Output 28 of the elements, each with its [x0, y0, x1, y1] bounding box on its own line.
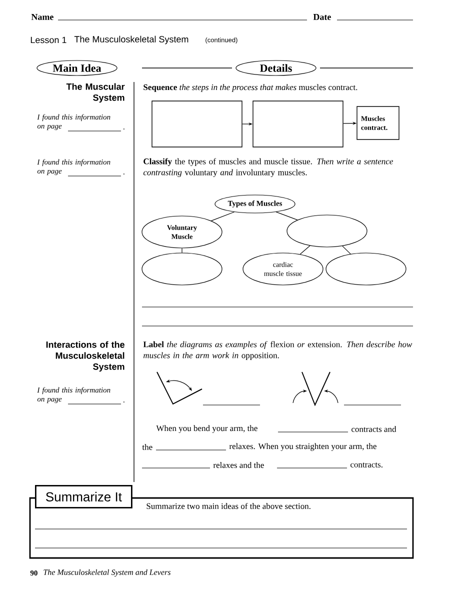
connector-line — [210, 212, 235, 222]
instruction-text: Label the diagrams as examples of flexion or extension. Then describe how muscles in the arm work in opposition. — [143, 341, 412, 360]
connector-line — [300, 245, 310, 255]
summary-box: Summarize It Summarize two main ideas of the above section. — [29, 485, 414, 559]
section-heading: Interactions of the Musculoskeletal System — [46, 341, 124, 372]
section-heading: The Muscular System — [66, 83, 125, 103]
empty-oval — [142, 252, 222, 286]
name-label: Name — [31, 14, 54, 20]
instruction-text: Sequence the steps in the process that makes muscles contract. — [144, 84, 358, 92]
sentence-text: contracts and — [352, 426, 396, 432]
empty-oval — [326, 252, 406, 286]
footer-title: The Musculoskeletal System and Levers — [44, 569, 170, 577]
sentence-text: contracts. — [350, 462, 382, 468]
sentence-text: relaxes. When you straighten your arm, the — [229, 443, 376, 451]
connector-line — [342, 246, 351, 254]
lesson-number: Lesson 1 — [30, 36, 66, 44]
lesson-title: The Musculoskeletal System — [74, 36, 188, 44]
sentence-text: When you bend your arm, the — [156, 425, 258, 433]
empty-oval — [286, 214, 368, 248]
empty-box — [252, 100, 344, 148]
heading-oval: Details — [236, 60, 316, 76]
instruction-text: Classify the types of muscles and muscle tissue. Then write a sentence contrasting voluntary and involuntary muscles. — [143, 158, 393, 178]
sentence-text: relaxes and the — [213, 462, 264, 468]
date-label: Date — [313, 14, 331, 20]
empty-box — [152, 100, 242, 148]
connector-line — [276, 212, 298, 220]
sentence-text: the — [142, 444, 152, 450]
heading-oval: Main Idea — [36, 60, 118, 76]
